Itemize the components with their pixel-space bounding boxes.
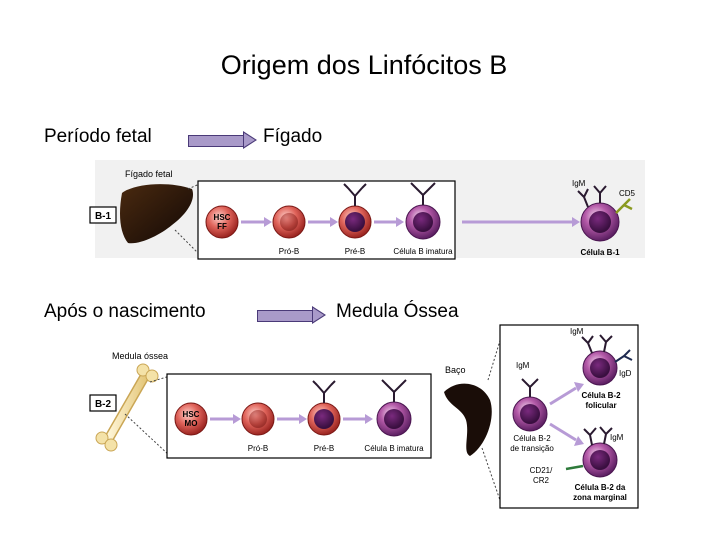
- marginal-cell-label-2: zona marginal: [573, 493, 627, 502]
- after-birth-label: Após o nascimento: [44, 301, 206, 322]
- pro-b-label-2: Pró-B: [248, 444, 268, 453]
- fetal-liver-icon: [120, 184, 194, 244]
- fetal-arrow-head: [243, 131, 257, 149]
- cd21-label-1: CD21/: [530, 466, 553, 475]
- bone-icon: [95, 363, 159, 452]
- marginal-b2-nucleus: [590, 450, 610, 470]
- pro-b-label: Pró-B: [279, 247, 299, 256]
- b1-igm-icon: [577, 185, 607, 208]
- igd-label: IgD: [619, 369, 632, 378]
- hsc-label: HSC: [214, 213, 231, 222]
- pre-b-label: Pré-B: [345, 247, 365, 256]
- immature-igm-icon: [410, 182, 436, 205]
- hsc-ff-cell: [205, 205, 239, 239]
- cd21-icon: [565, 464, 584, 471]
- igd-icon: [614, 349, 633, 363]
- zoom-line-bottom-2: [124, 413, 171, 457]
- follicular-cell-label-1: Célula B-2: [581, 391, 621, 400]
- b1-nucleus: [589, 211, 611, 233]
- birth-arrow-head: [312, 306, 326, 324]
- transition-igm-label: IgM: [516, 361, 530, 370]
- b1-development-diagram: B-1 Fígado fetal HSC FF Pró-B Pré-B Célu…: [89, 160, 645, 260]
- pre-b-nucleus: [345, 212, 365, 232]
- fetal-arrow: [188, 135, 244, 147]
- follicular-b2-nucleus: [590, 358, 610, 378]
- b2-development-diagram: B-2 Medula óssea HSC MO Pró-B Pré-B Célu…: [89, 324, 639, 509]
- b1-cell-label: Célula B-1: [580, 248, 620, 257]
- hsc-mo-label-1: HSC: [183, 410, 200, 419]
- immature-b-nucleus: [413, 212, 433, 232]
- marginal-igm-icon: [583, 426, 613, 446]
- page-title: Origem dos Linfócitos B: [220, 50, 508, 80]
- b1-igm-label: IgM: [572, 179, 586, 188]
- immature-igm-icon-2: [381, 379, 407, 402]
- pro-b-nucleus-2: [249, 410, 267, 428]
- arrow-to-follicular-head: [574, 382, 584, 392]
- follicular-igm-label: IgM: [570, 327, 584, 336]
- immature-b-label-2: Célula B imatura: [364, 444, 424, 453]
- arrow-long-head: [572, 217, 580, 227]
- transition-b2-nucleus: [520, 404, 540, 424]
- hsc-mo-label-2: MO: [185, 419, 198, 428]
- cd5-label: CD5: [619, 189, 636, 198]
- zoom-line-top: [187, 181, 205, 190]
- marginal-igm-label: IgM: [610, 433, 624, 442]
- liver-label: Fígado: [263, 126, 323, 147]
- cd5-icon: [615, 198, 633, 214]
- spleen-label: Baço: [445, 365, 466, 375]
- marginal-cell-label-1: Célula B-2 da: [575, 483, 626, 492]
- pre-b-label-2: Pré-B: [314, 444, 334, 453]
- arrow-b2-2-head: [299, 414, 307, 424]
- cd21-label-2: CR2: [533, 476, 550, 485]
- transition-cell-label-2: de transição: [510, 444, 554, 453]
- arrow-to-marginal: [549, 422, 577, 442]
- zoom-line-bottom-3: [481, 447, 503, 507]
- transition-cell-label-1: Célula B-2: [513, 434, 551, 443]
- spleen-icon: [444, 383, 492, 456]
- follicular-cell-label-2: folicular: [585, 401, 616, 410]
- pre-b-receptor-icon: [343, 183, 367, 206]
- immature-b-nucleus-2: [384, 409, 404, 429]
- zoom-line-bottom: [174, 229, 205, 260]
- follicular-igm-icon: [581, 334, 613, 354]
- arrow-to-marginal-head: [574, 436, 584, 446]
- ff-label: FF: [217, 222, 227, 231]
- arrow-b2-1-head: [233, 414, 241, 424]
- bone-marrow-label: Medula Óssea: [336, 301, 459, 322]
- immature-b-label: Célula B imatura: [393, 247, 453, 256]
- b1-tag: B-1: [95, 211, 112, 222]
- fetal-liver-label: Fígado fetal: [125, 169, 173, 179]
- arrow-b2-3-head: [365, 414, 373, 424]
- fetal-period-label: Período fetal: [44, 126, 152, 147]
- b2-tag-box: [89, 394, 117, 412]
- arrow-3-head: [396, 217, 404, 227]
- transition-igm-icon: [521, 378, 539, 397]
- hsc-mo-cell: [174, 402, 208, 436]
- arrow-to-follicular: [549, 386, 577, 406]
- pre-b-receptor-icon-2: [312, 380, 336, 403]
- pro-b-nucleus: [280, 213, 298, 231]
- b1-tag-box: [89, 206, 117, 224]
- arrow-1-head: [264, 217, 272, 227]
- b2-tag: B-2: [95, 399, 112, 410]
- marrow-organ-label: Medula óssea: [112, 351, 168, 361]
- arrow-2-head: [330, 217, 338, 227]
- pre-b-nucleus-2: [314, 409, 334, 429]
